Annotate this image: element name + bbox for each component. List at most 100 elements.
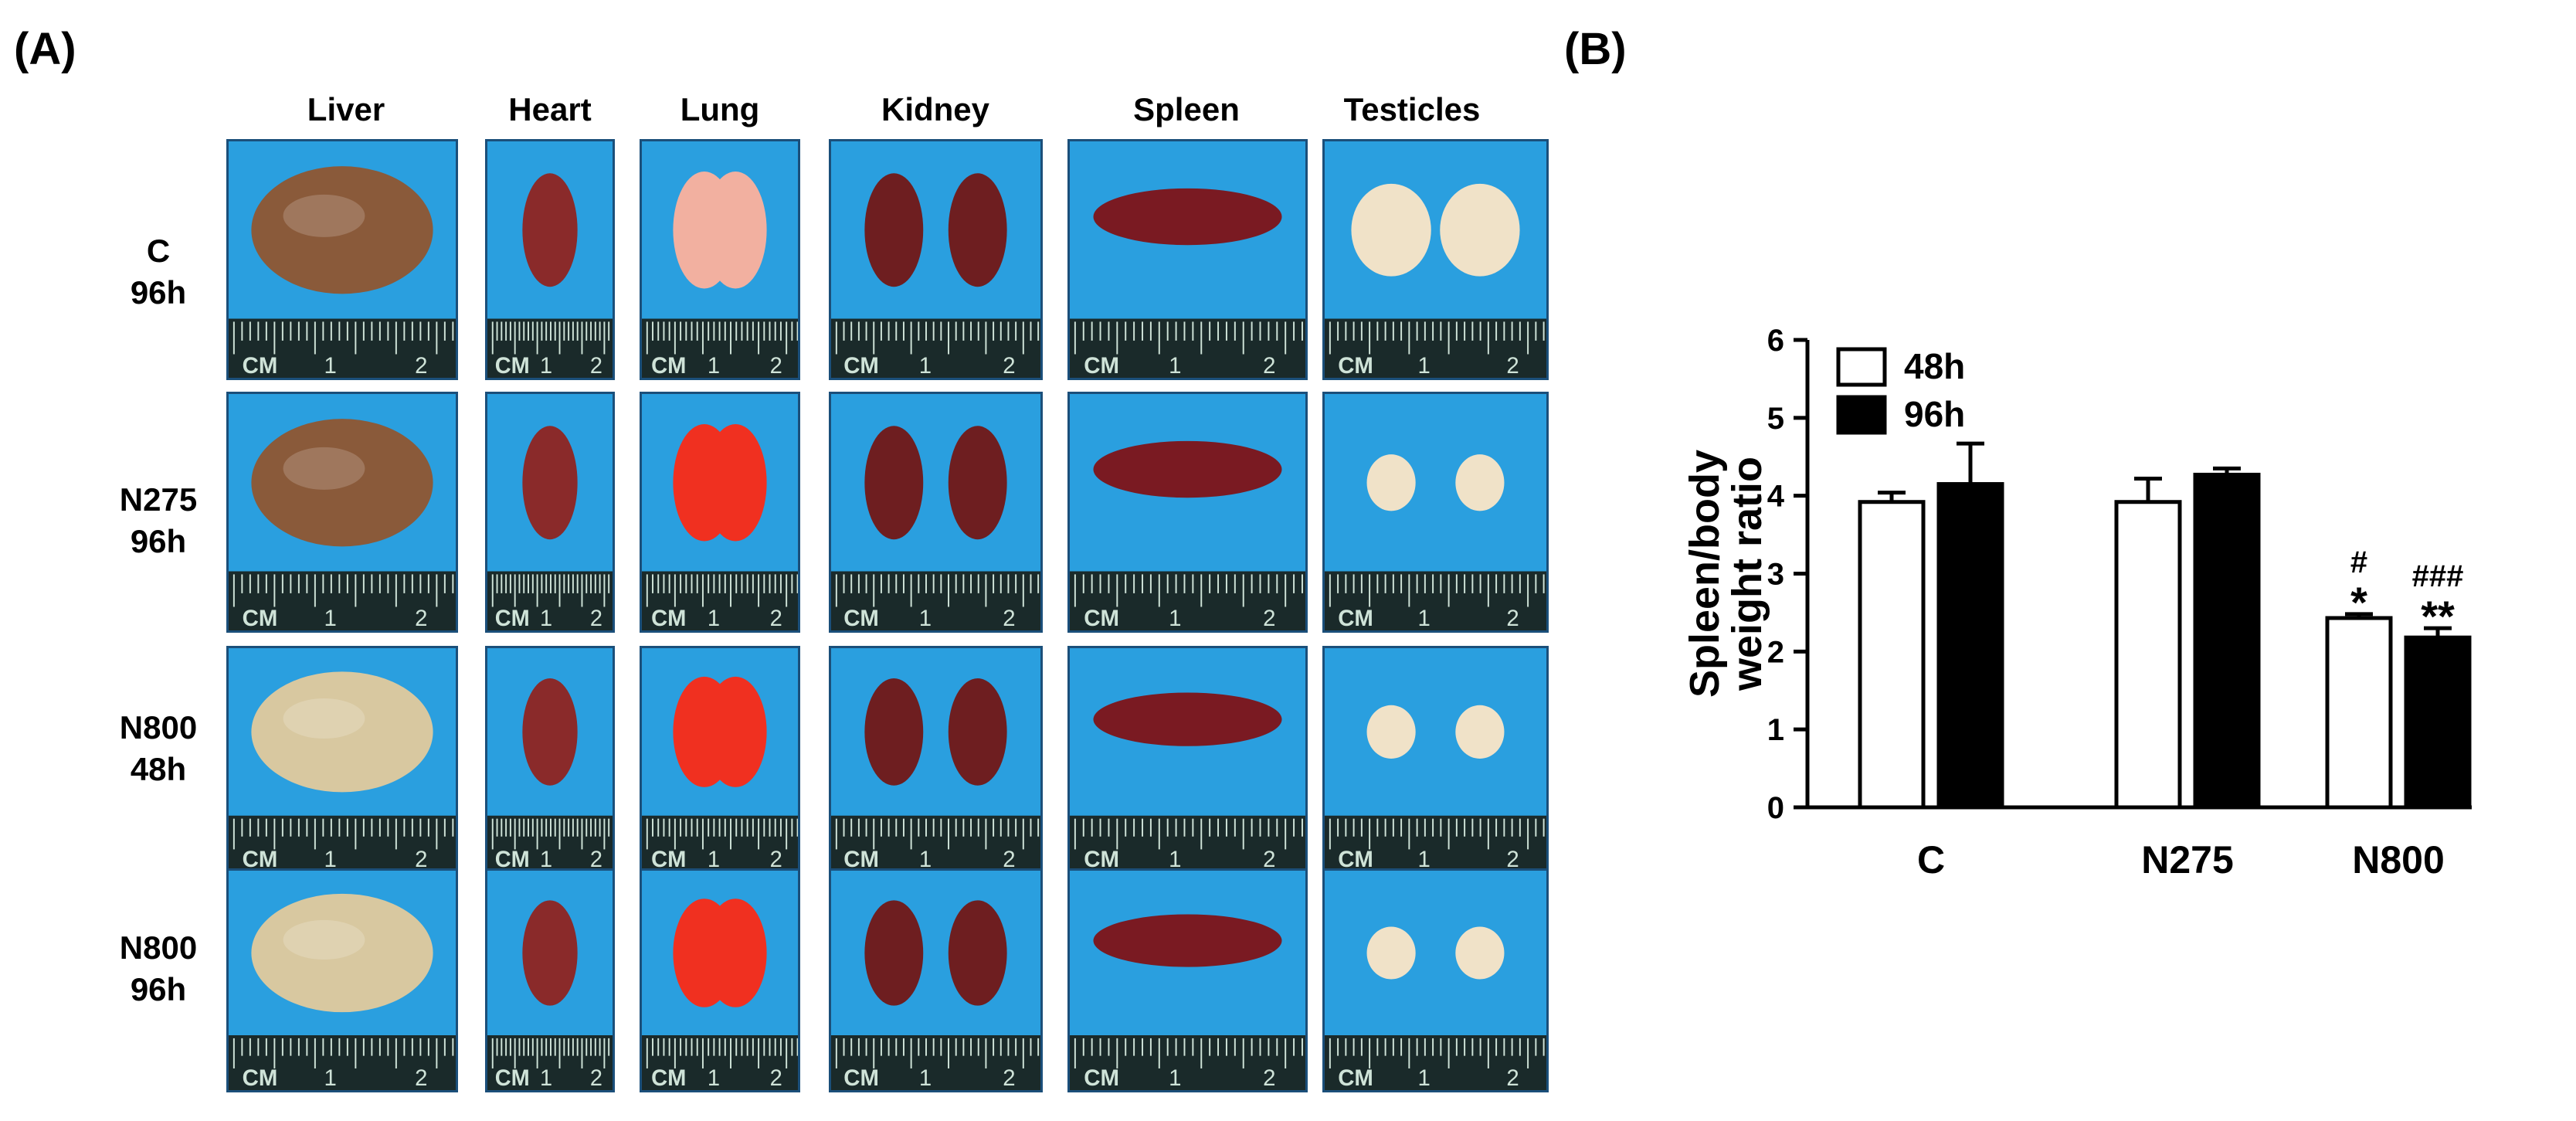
row-label-c-96h: C 96h: [131, 230, 186, 314]
ruler-number-2: 2: [770, 606, 782, 630]
bar-96h-N275: [2193, 472, 2261, 810]
x-category-label: C: [1917, 838, 1945, 882]
kidney-specimen: [864, 678, 1007, 786]
ruler-number-2: 2: [1263, 847, 1275, 871]
ruler-cm-label: CM: [1338, 606, 1373, 630]
column-label-spleen: Spleen: [1133, 91, 1240, 127]
ruler-number-1: 1: [1169, 606, 1181, 630]
x-category-label: N800: [2352, 838, 2445, 882]
ruler-cm-label: CM: [495, 1066, 530, 1090]
ruler-number-2: 2: [1263, 1065, 1275, 1090]
ruler-cm-label: CM: [843, 606, 879, 630]
column-label-testicles: Testicles: [1343, 91, 1481, 127]
ruler-number-1: 1: [324, 606, 336, 630]
significance-mark: **: [2421, 592, 2455, 640]
bar-48h-N275: [2114, 500, 2182, 810]
bar-48h-N800: [2325, 616, 2393, 810]
ruler-cm-label: CM: [1084, 847, 1119, 871]
y-tick-label: 2: [1767, 635, 1784, 669]
ruler-cm-label: CM: [651, 1066, 686, 1090]
ruler-number-2: 2: [1506, 606, 1519, 630]
liver-specimen: [251, 671, 433, 793]
ruler-number-2: 2: [1263, 353, 1275, 378]
ruler-number-1: 1: [919, 606, 932, 630]
ruler-cm-label: CM: [843, 353, 879, 378]
ruler-cm-label: CM: [1084, 606, 1119, 630]
x-category-label: N275: [2141, 838, 2234, 882]
ruler-cm-label: CM: [1338, 1065, 1373, 1090]
ruler-number-2: 2: [1003, 1065, 1015, 1090]
column-label-kidney: Kidney: [881, 91, 990, 127]
ruler-cm-label: CM: [495, 606, 530, 630]
ruler-number-1: 1: [1418, 1065, 1431, 1090]
spleen-specimen: [1093, 188, 1282, 246]
ruler-number-1: 1: [540, 606, 552, 630]
testicles-specimen: [1351, 183, 1520, 277]
significance-mark: ###: [2412, 559, 2464, 593]
ruler-number-1: 1: [540, 848, 552, 871]
heart-specimen: [522, 173, 578, 287]
y-tick-label: 5: [1767, 402, 1784, 436]
testicles-specimen: [1366, 454, 1505, 511]
liver-specimen: [251, 419, 433, 547]
significance-mark: *: [2350, 578, 2367, 627]
row-label-n800-48h: N800 48h: [120, 707, 197, 790]
organ-photo: CM 1 2: [831, 426, 1040, 630]
ruler-cm-label: CM: [243, 353, 278, 378]
ruler-number-2: 2: [1003, 606, 1015, 630]
row-label-line1: N275: [119, 481, 198, 518]
ruler-number-2: 2: [770, 848, 782, 871]
ruler-number-2: 2: [590, 1066, 602, 1090]
ruler-cm-label: CM: [243, 847, 278, 871]
ruler-cm-label: CM: [843, 847, 879, 871]
ruler-number-1: 1: [708, 1066, 720, 1090]
row-label-line2: 48h: [130, 751, 187, 787]
panel-a-label: (A): [14, 24, 76, 74]
panel-b-label: (B): [1564, 24, 1627, 74]
ruler-number-2: 2: [1506, 353, 1519, 378]
ruler-number-2: 2: [415, 1065, 427, 1090]
ruler-number-2: 2: [590, 354, 602, 378]
column-label-heart: Heart: [508, 91, 592, 127]
legend-label-48h: 48h: [1904, 346, 1965, 386]
ruler-number-2: 2: [415, 847, 427, 871]
ruler-number-1: 1: [1169, 847, 1181, 871]
legend-label-96h: 96h: [1904, 394, 1965, 434]
photo-kidney-row2: CM 1 2: [829, 392, 1043, 633]
column-label-liver: Liver: [307, 91, 385, 127]
row-label-line1: N800: [119, 929, 198, 966]
row-label-line2: 96h: [130, 523, 187, 559]
